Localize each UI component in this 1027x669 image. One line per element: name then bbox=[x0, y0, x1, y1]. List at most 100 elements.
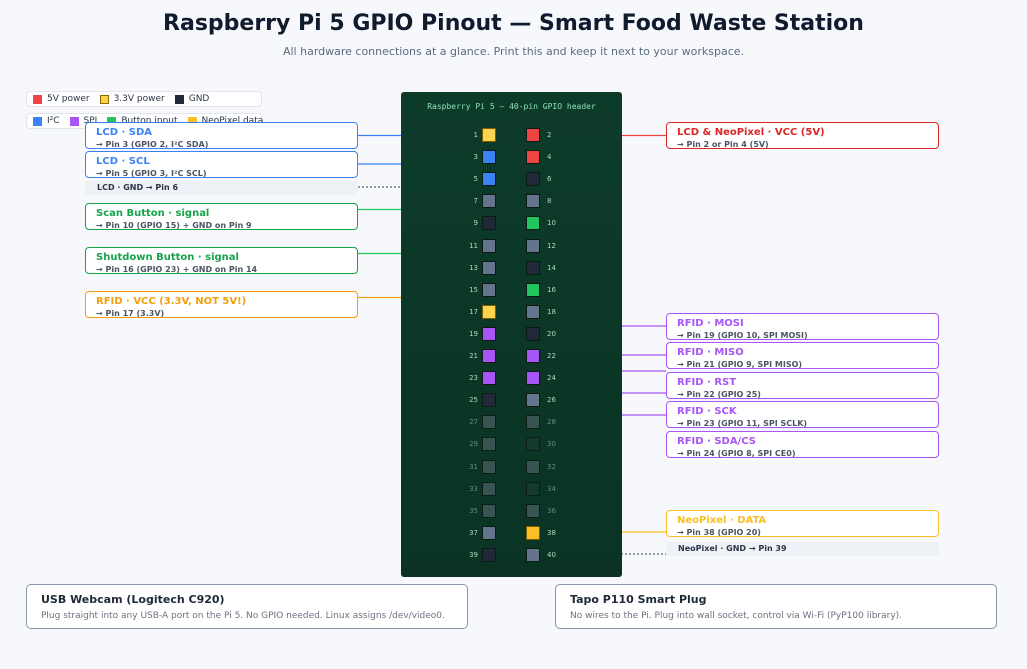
card-shutdown-button: Shutdown Button · signal → Pin 16 (GPIO … bbox=[85, 247, 358, 274]
gpio-pin-number: 32 bbox=[547, 462, 556, 471]
card-rfid-vcc: RFID · VCC (3.3V, NOT 5V!) → Pin 17 (3.3… bbox=[85, 291, 358, 318]
gpio-pin-22 bbox=[526, 349, 540, 363]
gpio-pin-number: 8 bbox=[547, 197, 552, 206]
card-subtitle: → Pin 3 (GPIO 2, I²C SDA) bbox=[96, 140, 209, 149]
gpio-pin-number: 34 bbox=[547, 484, 556, 493]
gpio-pin-number: 33 bbox=[469, 484, 478, 493]
gpio-pin-number: 22 bbox=[547, 352, 556, 360]
legend-item: Button input bbox=[107, 116, 178, 126]
legend-swatch bbox=[174, 94, 184, 104]
gpio-pin-number: 1 bbox=[473, 131, 478, 139]
legend-item: 3.3V power bbox=[99, 94, 165, 104]
gpio-pin-16 bbox=[526, 282, 540, 297]
gpio-pin-number: 35 bbox=[469, 506, 478, 515]
card-rfid-rst: RFID · RST → Pin 22 (GPIO 25) bbox=[666, 372, 939, 399]
gpio-pin-number: 23 bbox=[469, 374, 478, 383]
gpio-pin-26 bbox=[526, 393, 540, 408]
gpio-pin-6 bbox=[526, 172, 540, 187]
gpio-pin-7 bbox=[482, 194, 496, 209]
card-title: LCD · SCL bbox=[96, 156, 150, 167]
gpio-pin-number: 3 bbox=[473, 153, 478, 162]
gpio-pin-37 bbox=[482, 525, 496, 540]
legend-swatch bbox=[33, 94, 42, 104]
card-title: Scan Button · signal bbox=[96, 208, 210, 219]
card-title: LCD & NeoPixel · VCC (5V) bbox=[677, 127, 825, 138]
gpio-pin-number: 27 bbox=[469, 418, 478, 427]
gpio-pin-2 bbox=[526, 128, 540, 142]
card-scan-button: Scan Button · signal → Pin 10 (GPIO 15) … bbox=[85, 203, 358, 230]
gpio-pin-13 bbox=[482, 260, 496, 275]
gpio-pin-number: 15 bbox=[469, 285, 478, 294]
card-title: RFID · MOSI bbox=[677, 318, 744, 329]
gpio-pin-number: 10 bbox=[547, 219, 556, 228]
card-title: RFID · SCK bbox=[677, 406, 737, 417]
card-title: Tapo P110 Smart Plug bbox=[570, 593, 707, 606]
card-rfid-sck: RFID · SCK → Pin 23 (GPIO 11, SPI SCLK) bbox=[666, 401, 939, 428]
gpio-pin-number: 29 bbox=[469, 440, 478, 449]
gpio-pin-30 bbox=[526, 437, 540, 452]
card-neopixel-data: NeoPixel · DATA → Pin 38 (GPIO 20) bbox=[666, 510, 939, 537]
gpio-pin-23 bbox=[482, 371, 496, 386]
page-title: Raspberry Pi 5 GPIO Pinout — Smart Food … bbox=[163, 11, 864, 36]
legend-label: SPI bbox=[83, 116, 98, 126]
gpio-pin-number: 12 bbox=[547, 241, 556, 250]
gpio-pin-number: 7 bbox=[473, 197, 478, 206]
gpio-pin-number: 36 bbox=[547, 506, 556, 515]
gpio-pin-28 bbox=[526, 415, 540, 430]
legend-item: NeoPixel data bbox=[187, 116, 264, 126]
gpio-pin-31 bbox=[482, 459, 496, 474]
card-subtitle: → Pin 23 (GPIO 11, SPI SCLK) bbox=[677, 419, 808, 428]
card-subtitle: Plug straight into any USB-A port on the… bbox=[41, 611, 445, 621]
legend-label: GND bbox=[188, 94, 210, 104]
gpio-pin-25 bbox=[482, 393, 496, 408]
gpio-pin-33 bbox=[482, 481, 496, 496]
gpio-pin-19 bbox=[482, 326, 496, 341]
card-rfid-mosi: RFID · MOSI → Pin 19 (GPIO 10, SPI MOSI) bbox=[666, 313, 939, 340]
gpio-pin-24 bbox=[526, 371, 540, 386]
gpio-pin-39 bbox=[482, 547, 496, 562]
gpio-pin-40 bbox=[526, 547, 540, 562]
gpio-pin-number: 37 bbox=[469, 528, 478, 537]
legend-item: SPI bbox=[69, 116, 98, 126]
gpio-pin-number: 24 bbox=[547, 374, 556, 383]
card-title: RFID · RST bbox=[677, 377, 737, 388]
gpio-pin-number: 6 bbox=[547, 175, 552, 184]
card-subtitle: → Pin 2 or Pin 4 (5V) bbox=[677, 140, 769, 149]
gpio-pin-21 bbox=[482, 349, 496, 363]
card-usb-webcam: USB Webcam (Logitech C920) Plug straight… bbox=[26, 584, 468, 629]
gpio-pin-18 bbox=[526, 304, 540, 319]
gpio-pin-number: 39 bbox=[469, 550, 478, 559]
card-title: RFID · MISO bbox=[677, 347, 744, 358]
board-title: Raspberry Pi 5 — 40-pin GPIO header bbox=[427, 102, 596, 111]
gpio-pin-15 bbox=[482, 282, 496, 297]
card-lcd-scl: LCD · SCL → Pin 5 (GPIO 3, I²C SCL) bbox=[85, 151, 358, 178]
card-title: RFID · VCC (3.3V, NOT 5V!) bbox=[96, 296, 247, 307]
gpio-pin-number: 31 bbox=[469, 462, 478, 471]
card-title: NeoPixel · DATA bbox=[677, 515, 767, 526]
gpio-pin-35 bbox=[482, 503, 496, 518]
gpio-pin-1 bbox=[482, 128, 496, 142]
gpio-pin-14 bbox=[526, 260, 540, 275]
gpio-pin-34 bbox=[526, 481, 540, 496]
card-subtitle: → Pin 24 (GPIO 8, SPI CE0) bbox=[677, 449, 796, 458]
gpio-pin-number: 38 bbox=[547, 528, 556, 537]
gpio-pin-number: 19 bbox=[469, 329, 478, 338]
legend-label: NeoPixel data bbox=[201, 116, 264, 126]
gpio-pin-10 bbox=[526, 216, 540, 231]
legend-swatch bbox=[187, 116, 197, 126]
legend-label: I²C bbox=[47, 116, 60, 126]
gpio-pin-number: 26 bbox=[547, 396, 556, 405]
legend-swatch bbox=[69, 116, 79, 126]
gpio-pin-3 bbox=[482, 150, 496, 165]
gpio-pin-27 bbox=[482, 415, 496, 430]
card-subtitle: → Pin 17 (3.3V) bbox=[96, 309, 165, 318]
gpio-pin-20 bbox=[526, 326, 540, 341]
note-neopixel-gnd: NeoPixel · GND → Pin 39 bbox=[666, 542, 939, 556]
legend-label: 3.3V power bbox=[113, 94, 165, 104]
legend-label: Button input bbox=[121, 116, 178, 126]
card-rfid-miso: RFID · MISO → Pin 21 (GPIO 9, SPI MISO) bbox=[666, 342, 939, 369]
card-title: USB Webcam (Logitech C920) bbox=[41, 593, 225, 606]
card-subtitle: → Pin 5 (GPIO 3, I²C SCL) bbox=[96, 169, 207, 178]
